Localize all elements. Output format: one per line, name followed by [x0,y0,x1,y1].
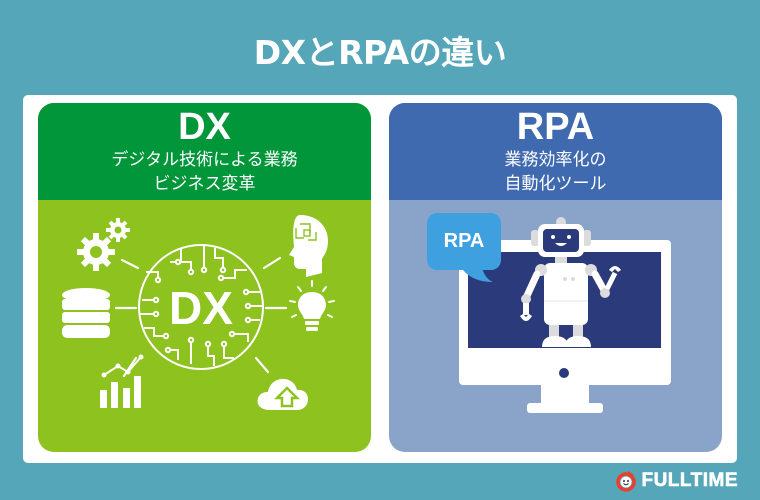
dx-circle-label: DX [169,282,233,334]
lightbulb-icon [289,280,335,331]
rpa-illustration: RPA [389,200,722,452]
dx-card-desc-line2: ビジネス変革 [153,174,256,194]
brain-head-icon [289,215,328,277]
database-icon [62,288,110,338]
dx-illustration: DX [38,200,371,452]
dx-card-desc-line1: デジタル技術による業務 [111,150,298,170]
circuit-circle-icon [138,244,264,370]
chart-icon [100,354,144,408]
rpa-speech-bubble: RPA [427,213,501,270]
rpa-card: RPA 業務効率化の 自動化ツール [389,103,722,452]
gears-icon [77,218,130,271]
page-title: DXとRPAの違い [253,33,507,72]
cloud-upload-icon [257,378,308,410]
robot-icon [520,217,621,347]
dx-card-title: DX [178,106,231,148]
rpa-card-header: RPA 業務効率化の 自動化ツール [389,103,722,200]
dx-card: DX デジタル技術による業務 ビジネス変革 [38,103,371,452]
fulltime-logo: FULLTIME [615,470,738,492]
rpa-card-title: RPA [516,106,595,148]
rpa-card-desc-line2: 自動化ツール [504,174,607,194]
dx-card-header: DX デジタル技術による業務 ビジネス変革 [38,103,371,200]
fulltime-brand-text: FULLTIME [641,470,738,492]
rpa-card-desc-line1: 業務効率化の [504,150,607,170]
comparison-panel: DX デジタル技術による業務 ビジネス変革 [23,95,737,463]
fulltime-logo-icon [616,471,637,492]
